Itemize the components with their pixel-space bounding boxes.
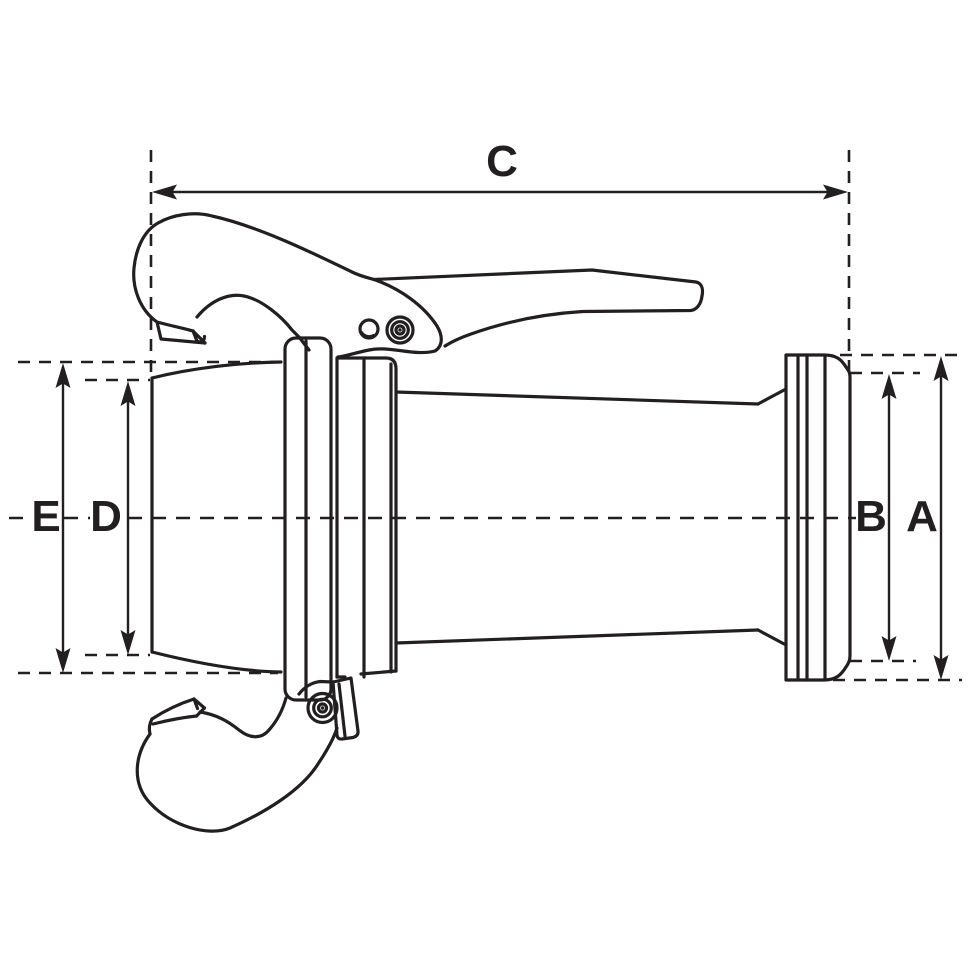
dimension-a: A <box>833 353 962 682</box>
latch-plate-outline <box>331 676 360 741</box>
coupling-body <box>150 336 852 702</box>
dimension-label-a: A <box>906 492 938 541</box>
dim-e-arrowhead-bottom <box>55 648 71 673</box>
dim-d-arrowhead-top <box>120 381 136 406</box>
flange-left-top-edge <box>335 356 398 679</box>
dimension-label-e: E <box>31 492 60 541</box>
lower-rivet-ring <box>312 697 333 719</box>
beak-inner-edge <box>151 714 199 726</box>
latch-plate-inner-line <box>337 682 347 738</box>
dim-a-arrowhead-top <box>933 356 949 381</box>
dimension-c: C <box>149 137 851 375</box>
beak-fold-line <box>192 697 200 711</box>
upper-rivet-outer <box>385 315 415 345</box>
lever-cam-plate-outline <box>132 212 376 345</box>
upper-rivet-inner <box>394 324 406 336</box>
lever-handle-outline <box>372 268 705 348</box>
dimension-d: D <box>85 378 150 657</box>
lower-rivet-outer <box>306 691 339 725</box>
dim-c-arrowhead-right <box>823 184 848 200</box>
dimension-e: E <box>18 360 278 675</box>
flange-bottom-right-segment <box>359 669 398 676</box>
dim-c-arrowhead-left <box>152 184 177 200</box>
claw-tip-curl <box>191 329 207 344</box>
beak-tip-fold <box>192 697 207 718</box>
hook-inner-mouth <box>198 696 288 739</box>
taper-bottom-line <box>394 628 760 645</box>
dim-e-arrowhead-top <box>55 363 71 388</box>
upper-rivet-center-dot <box>398 328 402 332</box>
upper-lever-assembly <box>132 212 705 359</box>
upper-rivet-ring <box>390 320 410 340</box>
dimension-label-c: C <box>486 137 518 186</box>
lever-inner-arch <box>195 293 311 352</box>
hook-boss-top-edge <box>297 679 335 696</box>
dimension-label-b: B <box>855 492 887 541</box>
dim-d-arrowhead-bottom <box>120 630 136 655</box>
lower-rivet-center-dot <box>320 706 325 710</box>
dim-a-arrowhead-bottom <box>933 655 949 680</box>
claw-fold-top-edge <box>155 320 195 333</box>
dimension-label-d: D <box>90 492 122 541</box>
bell-bottom-arc <box>150 650 283 674</box>
hook-outer-curve <box>135 726 339 833</box>
end-cap-outline <box>784 353 852 682</box>
beak-top-edge <box>150 697 196 721</box>
dim-b-arrowhead-bottom <box>881 636 897 661</box>
lower-hook-assembly <box>135 676 360 833</box>
collar-ring <box>283 336 333 702</box>
flare-bottom-line <box>756 628 788 647</box>
dimension-b: B <box>850 371 920 663</box>
beak-left-cap <box>147 717 154 736</box>
lower-rivet-inner <box>316 702 329 714</box>
taper-top-line <box>394 390 760 406</box>
lever-pivot-hole-shadow <box>359 330 376 339</box>
bell-top-arc <box>150 360 283 380</box>
dim-b-arrowhead-top <box>881 374 897 399</box>
lever-boss-outline <box>336 277 443 359</box>
flare-top-line <box>756 387 788 406</box>
